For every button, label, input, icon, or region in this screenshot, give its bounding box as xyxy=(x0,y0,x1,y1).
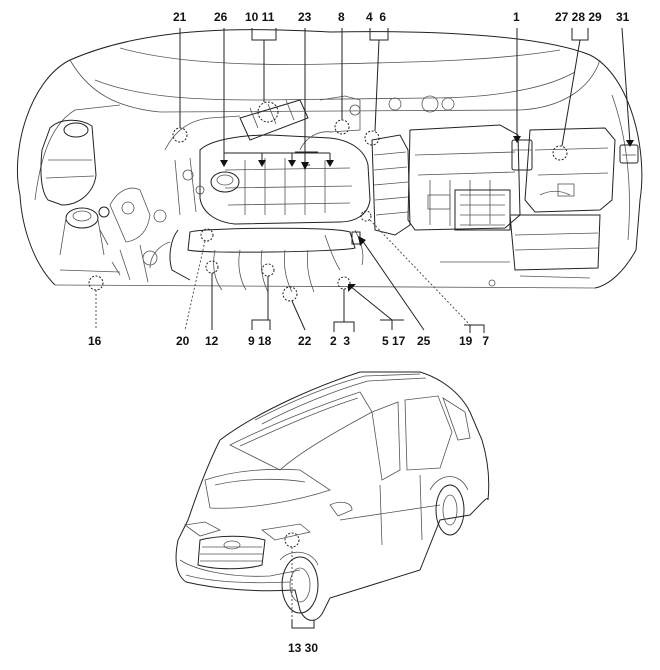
callout-5-17: 5 17 xyxy=(382,334,406,348)
callout-8: 8 xyxy=(338,10,345,24)
suv-vehicle-illustration xyxy=(175,371,490,621)
callout-labels: 21 26 10 11 23 8 4 6 1 27 28 29 31 16 20… xyxy=(88,10,630,655)
callout-26: 26 xyxy=(214,10,228,24)
callout-20: 20 xyxy=(176,334,190,348)
callout-19-7: 19 7 xyxy=(459,334,489,348)
callout-2-3: 2 3 xyxy=(330,334,350,348)
callout-16: 16 xyxy=(88,334,102,348)
callout-12: 12 xyxy=(205,334,219,348)
callout-31: 31 xyxy=(616,10,630,24)
callout-10-11: 10 11 xyxy=(245,10,275,24)
callout-25: 25 xyxy=(417,334,431,348)
callout-1: 1 xyxy=(513,10,520,24)
leader-lines xyxy=(95,27,634,629)
callout-9-18: 9 18 xyxy=(248,334,272,348)
callout-22: 22 xyxy=(298,334,312,348)
callout-27-28-29: 27 28 29 xyxy=(555,10,602,24)
engine-bay-illustration xyxy=(16,29,643,293)
callout-21: 21 xyxy=(173,10,187,24)
callout-13-30: 13 30 xyxy=(288,641,318,655)
callout-4-6: 4 6 xyxy=(366,10,386,24)
callout-23: 23 xyxy=(298,10,312,24)
